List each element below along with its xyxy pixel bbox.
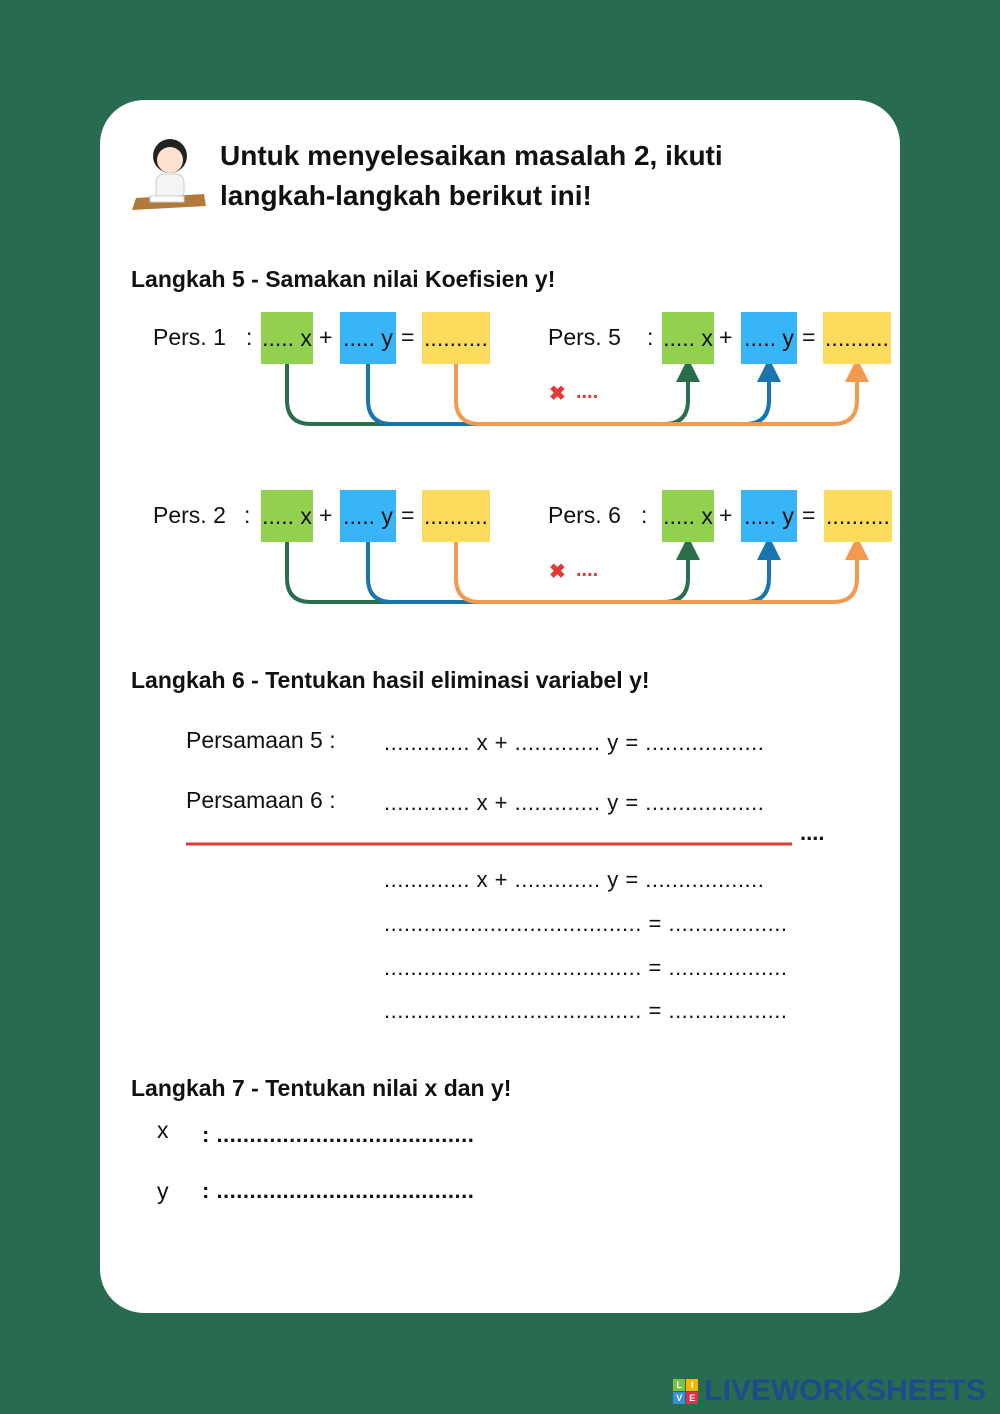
equals: = [401, 324, 415, 350]
liveworksheets-logo: L I V E LIVEWORKSHEETS [673, 1374, 986, 1408]
pers6-const-input[interactable]: .......... [824, 490, 892, 542]
arrow-c-row1 [454, 358, 869, 426]
operation-input[interactable]: .... [800, 820, 825, 845]
equals: = [401, 502, 415, 528]
eq5-label: Persamaan 5 : [186, 727, 336, 753]
colon: : [647, 324, 654, 350]
result-line-3[interactable]: ....................................... … [384, 955, 788, 980]
arrow-c-row2 [454, 536, 869, 604]
row1-multiplier-input[interactable]: .... [576, 381, 599, 403]
worksheet-card [100, 100, 900, 1313]
pers6-y-coef-input[interactable]: ..... y [741, 490, 797, 542]
plus: + [719, 324, 733, 350]
pers6-label: Pers. 6 [548, 502, 621, 528]
arrow-y-row2 [366, 536, 781, 604]
result-line-4[interactable]: ....................................... … [384, 998, 788, 1023]
colon: : [641, 502, 648, 528]
pers2-y-coef-input[interactable]: ..... y [340, 490, 396, 542]
tile: L [673, 1378, 686, 1391]
pers1-const-input[interactable]: .......... [422, 312, 490, 364]
arrow-x-row1 [285, 358, 700, 426]
pers2-label: Pers. 2 [153, 502, 226, 528]
tile: E [686, 1391, 699, 1404]
result-line-1[interactable]: ............. x + ............. y = ....… [384, 867, 765, 892]
pers6-x-coef-input[interactable]: ..... x [662, 490, 714, 542]
x-value-input[interactable]: : ......................................… [202, 1122, 475, 1147]
y-value-input[interactable]: : ......................................… [202, 1178, 475, 1203]
plus: + [319, 502, 333, 528]
pers5-const-input[interactable]: .......... [823, 312, 891, 364]
tile: V [673, 1391, 686, 1404]
colon: : [244, 502, 251, 528]
arrow-y-row1 [366, 358, 781, 426]
eq5-input[interactable]: ............. x + ............. y = ....… [384, 730, 765, 755]
step7-heading: Langkah 7 - Tentukan nilai x dan y! [131, 1075, 512, 1101]
pers2-const-input[interactable]: .......... [422, 490, 490, 542]
pers1-x-coef-input[interactable]: ..... x [261, 312, 313, 364]
multiply-icon: ✖ [549, 383, 566, 405]
student-illustration-icon [130, 136, 208, 216]
arrow-x-row2 [285, 536, 700, 604]
step5-heading: Langkah 5 - Samakan nilai Koefisien y! [131, 266, 556, 292]
row2-multiplier-input[interactable]: .... [576, 559, 599, 581]
equals: = [802, 324, 816, 350]
plus: + [719, 502, 733, 528]
result-line-2[interactable]: ....................................... … [384, 911, 788, 936]
pers1-y-coef-input[interactable]: ..... y [340, 312, 396, 364]
eq6-label: Persamaan 6 : [186, 787, 336, 813]
equals: = [802, 502, 816, 528]
pers5-label: Pers. 5 [548, 324, 621, 350]
tile: I [686, 1378, 699, 1391]
multiply-icon: ✖ [549, 561, 566, 583]
y-label: y [157, 1178, 169, 1204]
pers5-x-coef-input[interactable]: ..... x [662, 312, 714, 364]
pers5-y-coef-input[interactable]: ..... y [741, 312, 797, 364]
brand-text: LIVEWORKSHEETS [704, 1374, 986, 1407]
pers1-label: Pers. 1 [153, 324, 226, 350]
step6-heading: Langkah 6 - Tentukan hasil eliminasi var… [131, 667, 650, 693]
pers2-x-coef-input[interactable]: ..... x [261, 490, 313, 542]
colon: : [246, 324, 253, 350]
eq6-input[interactable]: ............. x + ............. y = ....… [384, 790, 765, 815]
logo-tiles-icon: L I V E [673, 1378, 699, 1404]
x-label: x [157, 1117, 169, 1143]
plus: + [319, 324, 333, 350]
